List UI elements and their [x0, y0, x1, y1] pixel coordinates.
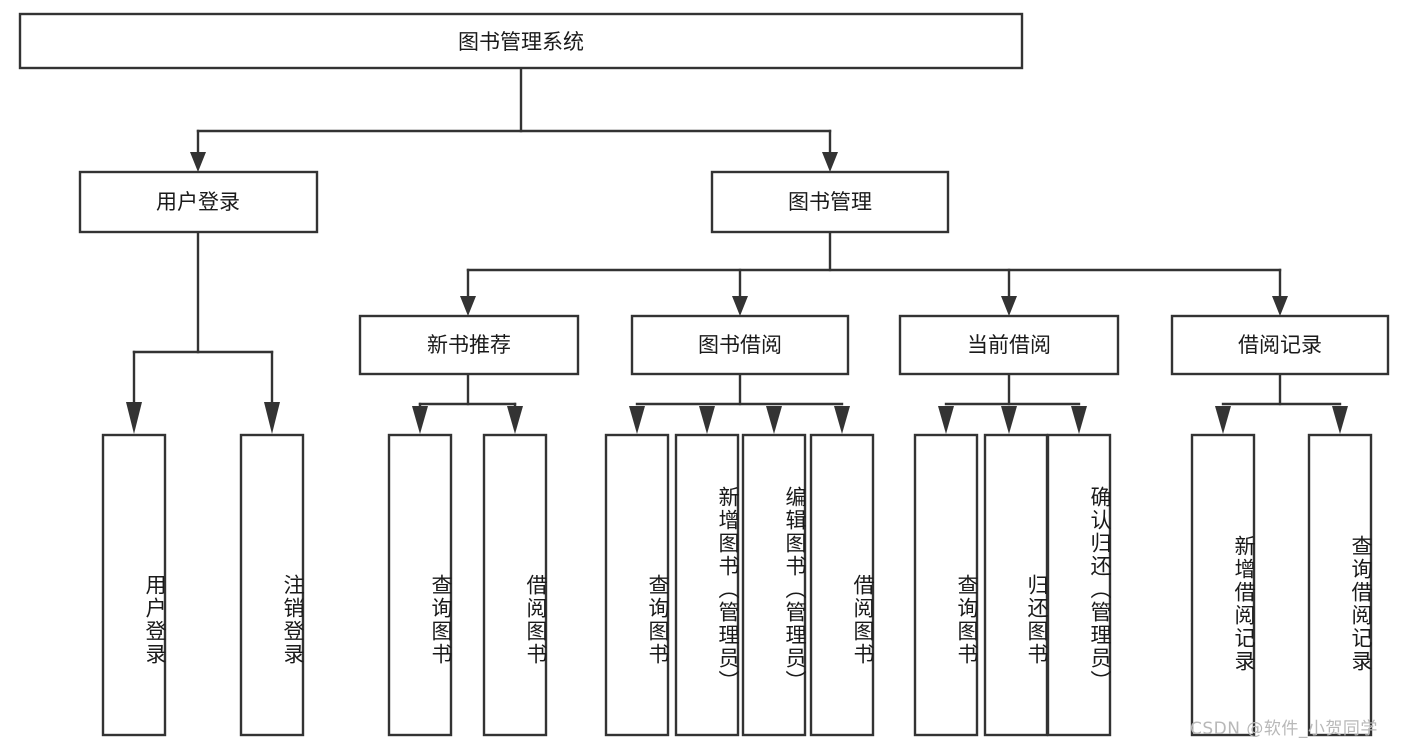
- node-book-manage[interactable]: 图书管理: [710, 170, 950, 234]
- node-book-borrow[interactable]: 图书借阅: [630, 314, 850, 376]
- leaf-box-query-book-1[interactable]: [387, 433, 453, 737]
- node-borrow-record-label: 借阅记录: [1238, 333, 1322, 357]
- node-new-book-recommend-label: 新书推荐: [427, 333, 511, 357]
- arrowhead-leaf-add-record: [1215, 406, 1231, 434]
- leaf-box-borrow-book-1[interactable]: [482, 433, 548, 737]
- node-borrow-record-box: [1170, 314, 1390, 376]
- connector-group-user-login: [126, 230, 280, 434]
- node-root[interactable]: 图书管理系统: [18, 12, 1024, 70]
- arrowhead-leaf-borrow-book-1: [507, 406, 523, 434]
- leaf-box-add-book[interactable]: [674, 433, 740, 737]
- node-book-manage-box: [710, 170, 950, 234]
- leaf-box-query-book-3[interactable]: [913, 433, 979, 737]
- arrowhead-leaf-user-login: [126, 402, 142, 434]
- leaf-box-user-login[interactable]: [101, 433, 167, 737]
- arrowhead-leaf-confirm-return: [1071, 406, 1087, 434]
- arrowhead-current-borrow: [1001, 296, 1017, 316]
- node-new-book-recommend[interactable]: 新书推荐: [358, 314, 580, 376]
- arrowhead-book-manage: [822, 152, 838, 172]
- connector-group-borrow-record: [1215, 372, 1348, 434]
- leaf-box-logout-login[interactable]: [239, 433, 305, 737]
- arrowhead-leaf-query-book-1: [412, 406, 428, 434]
- leaf-box-borrow-book-2[interactable]: [809, 433, 875, 737]
- leaf-box-edit-book[interactable]: [741, 433, 807, 737]
- connector-group-root: [190, 66, 838, 172]
- leaf-boxes: [101, 433, 1373, 737]
- node-current-borrow[interactable]: 当前借阅: [898, 314, 1120, 376]
- arrowhead-leaf-add-book: [699, 406, 715, 434]
- leaf-box-return-book[interactable]: [983, 433, 1049, 737]
- arrowhead-leaf-borrow-book-2: [834, 406, 850, 434]
- node-book-borrow-label: 图书借阅: [698, 333, 782, 357]
- arrowhead-leaf-query-book-2: [629, 406, 645, 434]
- connector-group-new-book-recommend: [412, 372, 523, 434]
- leaf-box-add-record[interactable]: [1190, 433, 1256, 737]
- arrowhead-book-borrow: [732, 296, 748, 316]
- arrowhead-borrow-record: [1272, 296, 1288, 316]
- leaf-box-query-book-2[interactable]: [604, 433, 670, 737]
- connector-group-current-borrow: [938, 372, 1087, 434]
- node-current-borrow-label: 当前借阅: [967, 333, 1051, 357]
- node-new-book-recommend-box: [358, 314, 580, 376]
- arrowhead-leaf-edit-book: [766, 406, 782, 434]
- leaf-box-query-record[interactable]: [1307, 433, 1373, 737]
- arrowhead-leaf-logout-login: [264, 402, 280, 434]
- arrowhead-leaf-query-book-3: [938, 406, 954, 434]
- node-current-borrow-box: [898, 314, 1120, 376]
- arrowhead-leaf-return-book: [1001, 406, 1017, 434]
- arrowhead-user-login: [190, 152, 206, 172]
- node-user-login-box: [78, 170, 319, 234]
- csdn-watermark: CSDN @软件_小贺同学: [1190, 719, 1378, 739]
- node-user-login[interactable]: 用户登录: [78, 170, 319, 234]
- node-user-login-label: 用户登录: [156, 190, 240, 214]
- arrowhead-leaf-query-record: [1332, 406, 1348, 434]
- connector-group-book-borrow: [629, 372, 850, 434]
- leaf-box-confirm-return[interactable]: [1046, 433, 1112, 737]
- node-book-manage-label: 图书管理: [788, 190, 872, 214]
- node-root-box: [18, 12, 1024, 70]
- arrowhead-new-book-recommend: [460, 296, 476, 316]
- node-root-label: 图书管理系统: [458, 30, 584, 54]
- node-book-borrow-box: [630, 314, 850, 376]
- node-borrow-record[interactable]: 借阅记录: [1170, 314, 1390, 376]
- connector-group-book-manage: [460, 230, 1288, 316]
